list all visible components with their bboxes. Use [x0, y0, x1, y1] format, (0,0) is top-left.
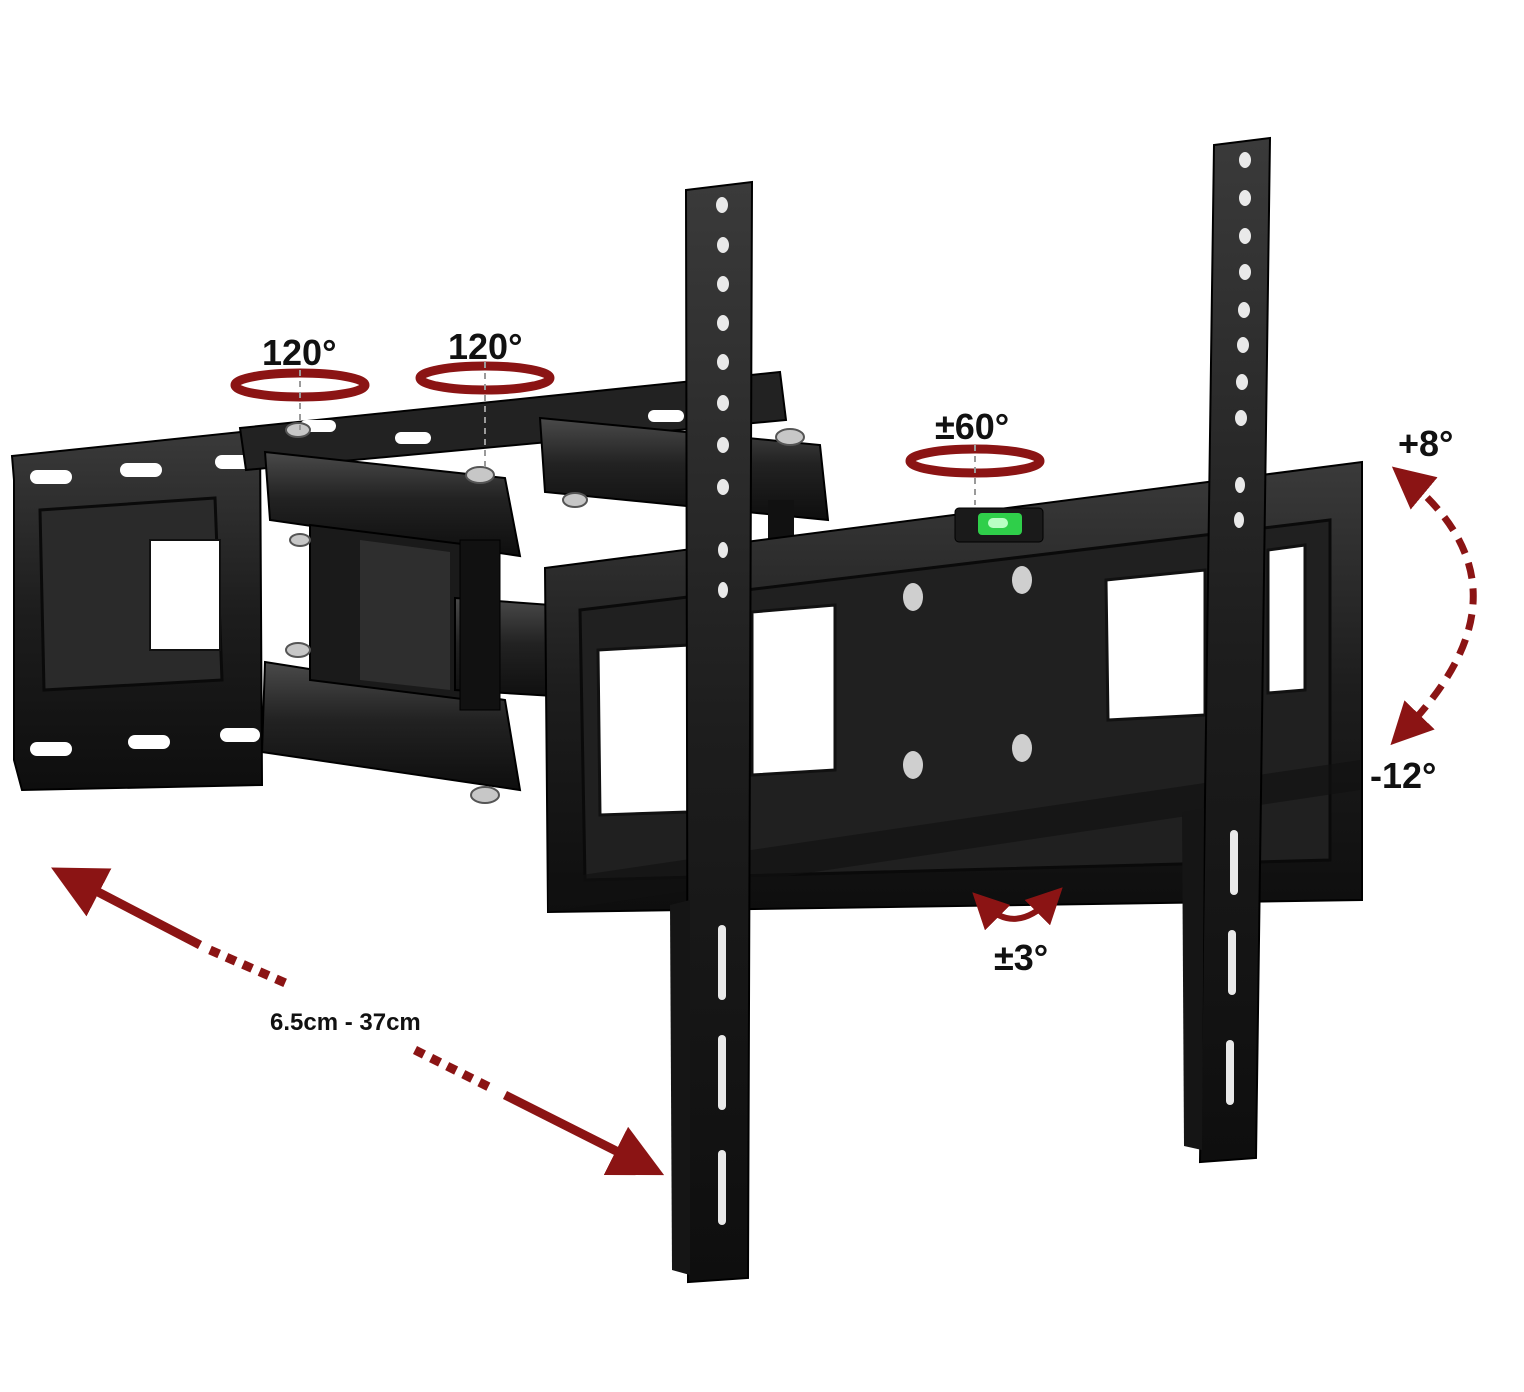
level-bubble-icon [954, 507, 1044, 543]
arm-rotation-label-1: 120° [262, 332, 337, 373]
tilt-down-label: -12° [1370, 755, 1437, 796]
tilt-up-label: +8° [1398, 423, 1454, 464]
extension-arrow-icon [51, 867, 665, 1176]
swivel-label: ±60° [935, 406, 1010, 447]
arm-rotation-label-2: 120° [448, 326, 523, 367]
wall-plate [10, 428, 264, 792]
vertical-rail-right [1182, 136, 1272, 1164]
tilt-arrow-icon [1390, 466, 1477, 746]
rotation-label: ±3° [994, 937, 1049, 978]
vertical-rail-left [670, 180, 754, 1284]
rotation-small-arrow-icon [972, 887, 1063, 931]
extension-range-label: 6.5cm - 37cm [270, 1009, 421, 1036]
back-rail [238, 370, 788, 472]
pivot-axis-lines [299, 362, 976, 505]
tv-mounting-plate [543, 460, 1363, 914]
